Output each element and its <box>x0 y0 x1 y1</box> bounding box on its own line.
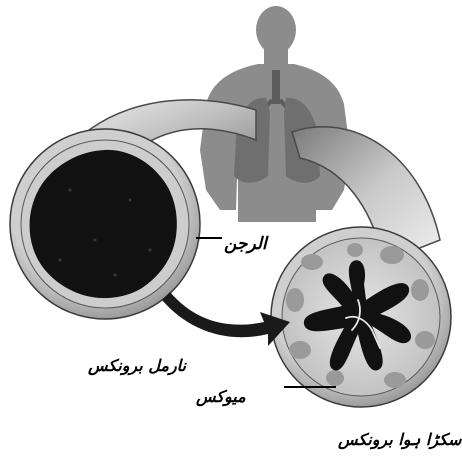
normal-bronchus-label: نارمل برونکس <box>88 356 186 375</box>
mucus-label: میوکس <box>196 387 246 406</box>
asthmatic-bronchus-label: سکڑا ہوا برونکس <box>338 430 461 449</box>
allergen-label: الرجن <box>224 234 267 254</box>
progression-arrow <box>162 292 290 346</box>
normal-bronchus-cross-section <box>10 129 200 319</box>
asthmatic-bronchus-cross-section <box>271 227 451 407</box>
